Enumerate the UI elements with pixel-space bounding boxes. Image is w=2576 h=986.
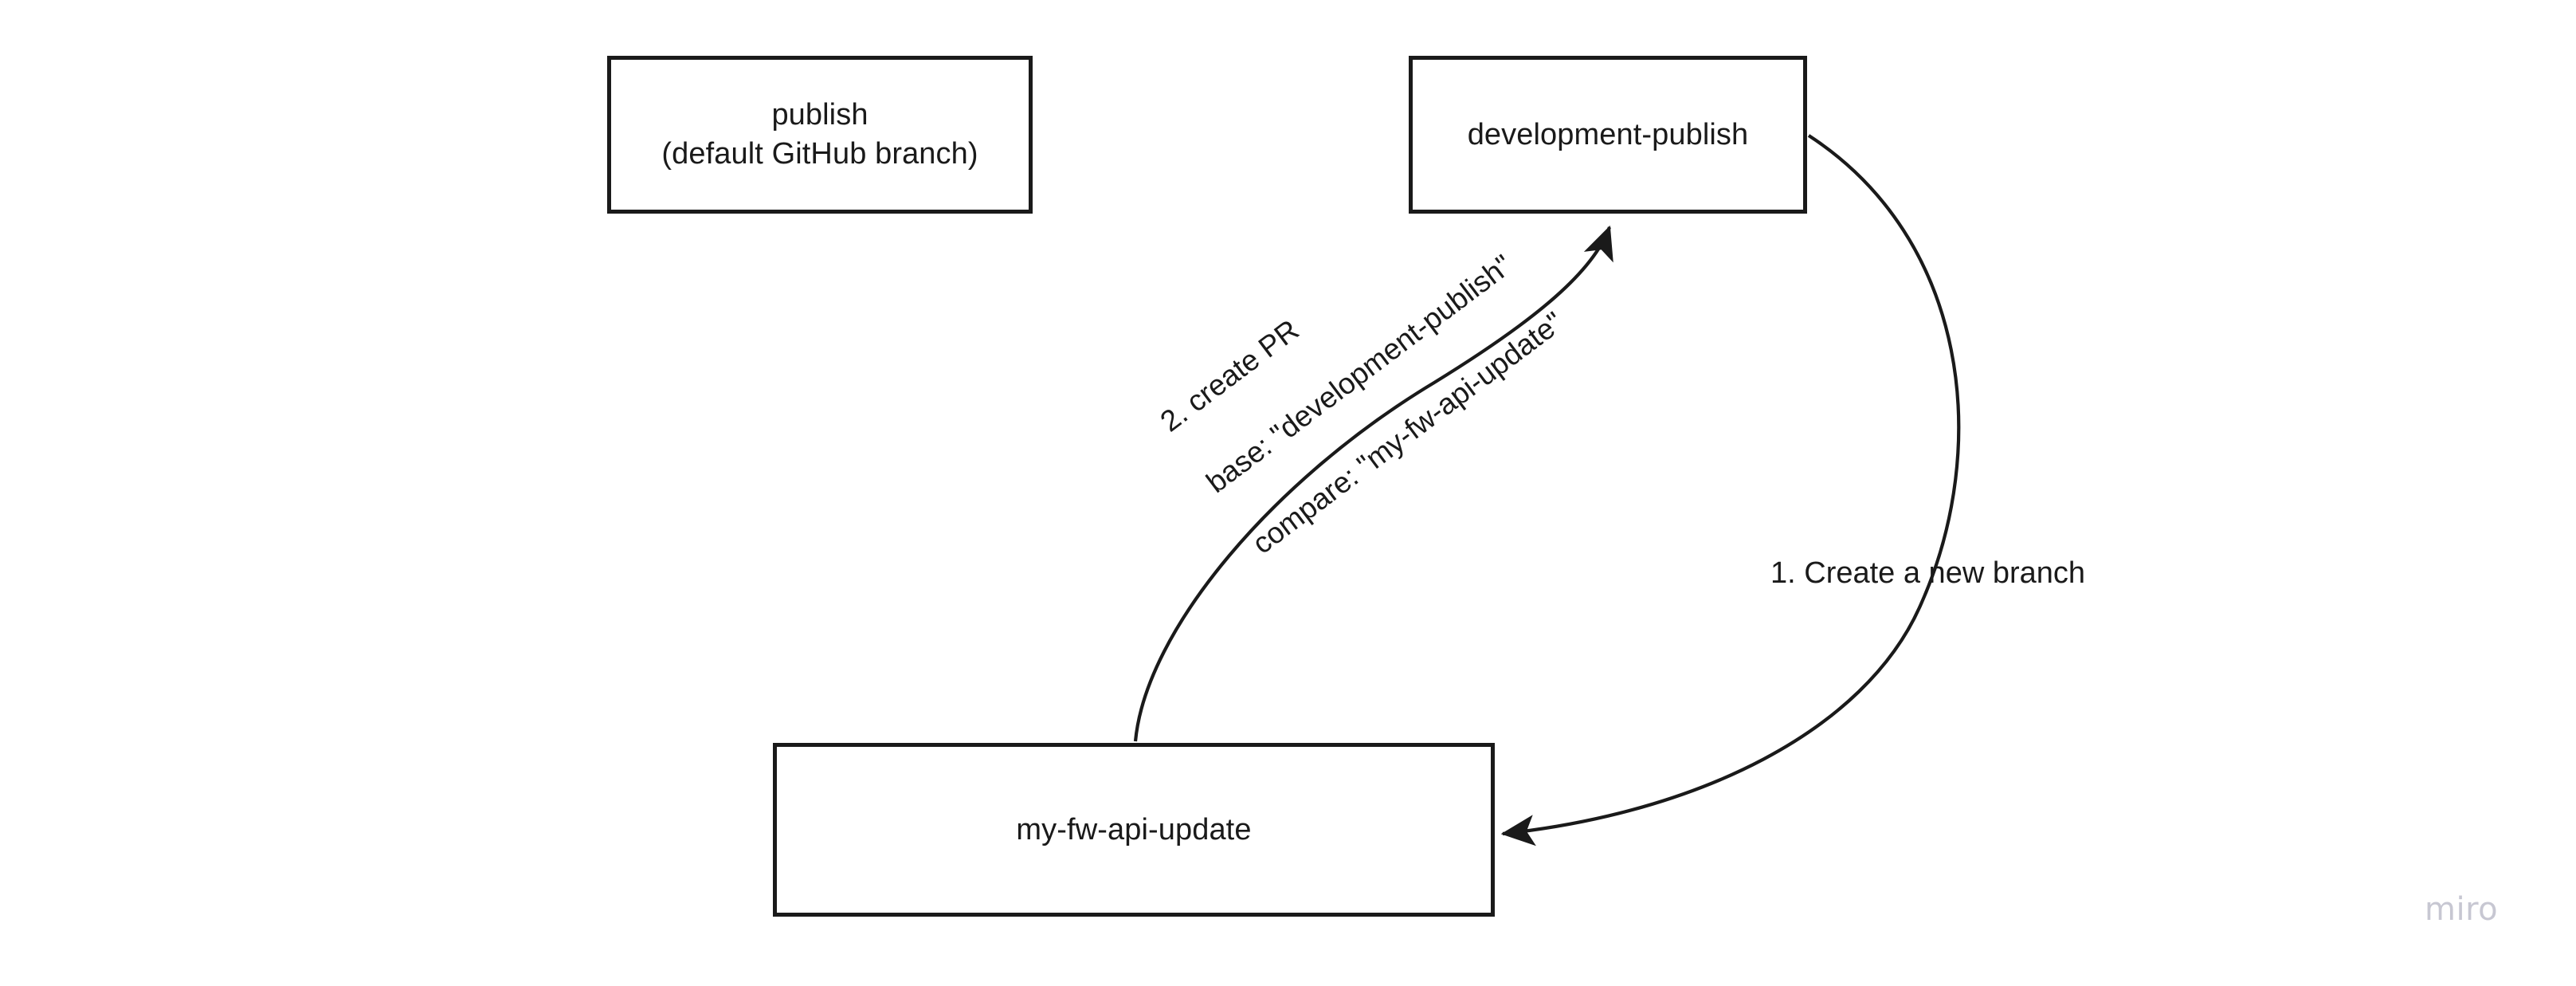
node-publish[interactable]: publish (default GitHub branch) [607,56,1033,214]
miro-watermark: miro [2425,891,2499,928]
edge-create-pr-line [1133,225,1613,742]
node-development-publish[interactable]: development-publish [1409,56,1807,214]
node-publish-label: publish (default GitHub branch) [661,98,978,171]
node-my-fw-api-update-label: my-fw-api-update [1016,812,1252,847]
edge-create-branch-line [1500,134,1961,847]
node-development-publish-label: development-publish [1467,117,1749,151]
node-my-fw-api-update[interactable]: my-fw-api-update [773,743,1495,917]
